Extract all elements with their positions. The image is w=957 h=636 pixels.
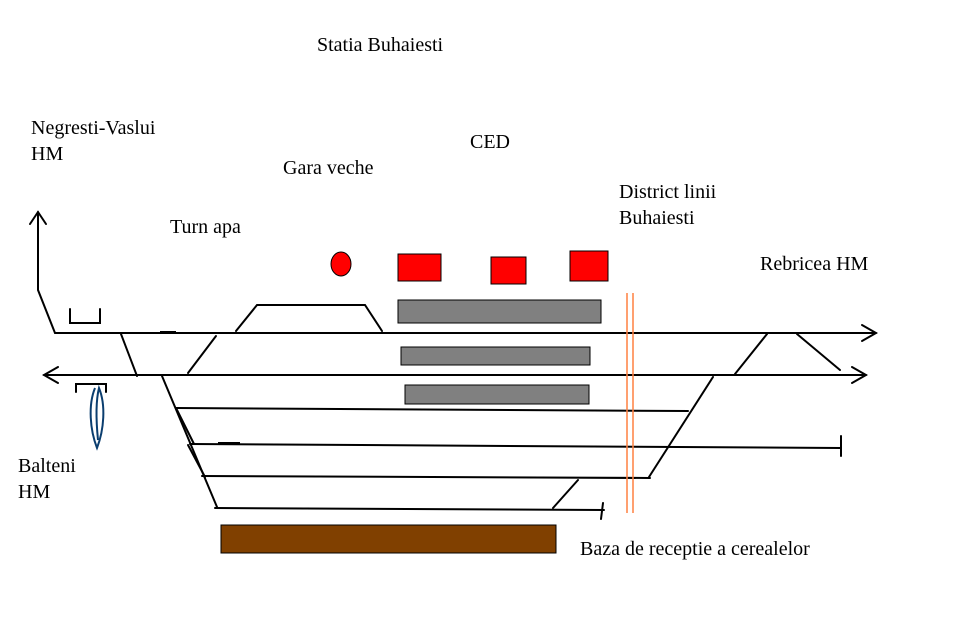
label-ced: CED (470, 131, 510, 153)
station-title: Statia Buhaiesti (317, 34, 444, 56)
crossover-left (187, 335, 217, 374)
label-balteni: Balteni (18, 455, 76, 477)
label-negresti: Negresti-Vaslui (31, 117, 156, 139)
label-balteni-hm: HM (18, 481, 51, 503)
platform-2 (400, 346, 591, 366)
cereal-reception-base (220, 524, 557, 554)
building-ced (490, 256, 527, 285)
buffer-stop-yard-4 (600, 502, 604, 520)
signal-balteni (89, 384, 105, 451)
yard-track-3 (201, 475, 651, 479)
yard-lead-left-b (161, 375, 218, 508)
building-gara-veche (397, 253, 442, 282)
buffer-stop-negresti (69, 308, 101, 324)
water-tower-marker (330, 251, 352, 277)
arrow-head-left-lower (41, 366, 59, 384)
yard-track-1 (175, 407, 689, 412)
label-district-buhaiesti: Buhaiesti (619, 207, 695, 229)
yard-branch-left-1 (175, 407, 195, 445)
yard-track-4 (214, 507, 605, 511)
label-district: District linii (619, 181, 717, 203)
platform-1 (397, 299, 602, 324)
yard-lead-right-b (552, 479, 579, 509)
yard-branch-left-2 (187, 444, 206, 478)
label-gara-veche: Gara veche (283, 157, 374, 179)
arrow-head-up (29, 210, 47, 225)
label-baza-cereale: Baza de receptie a cerealelor (580, 538, 810, 560)
buffer-stop-balteni (75, 383, 107, 393)
crossover-right-b (796, 333, 841, 371)
label-rebricea: Rebricea HM (760, 253, 869, 275)
building-district (569, 250, 609, 282)
label-turn-apa: Turn apa (170, 216, 241, 238)
platform-3 (404, 384, 590, 405)
crossover-right-a (734, 333, 768, 375)
yard-track-2 (189, 443, 842, 449)
negresti-branch-line (37, 211, 56, 334)
label-negresti-hm: HM (31, 143, 64, 165)
yard-lead-right-a (648, 376, 714, 478)
yard-lead-left-a (120, 333, 138, 377)
arrow-head-right-lower (851, 366, 869, 384)
arrow-head-right-upper (861, 324, 879, 342)
water-tower-siding (235, 304, 383, 332)
